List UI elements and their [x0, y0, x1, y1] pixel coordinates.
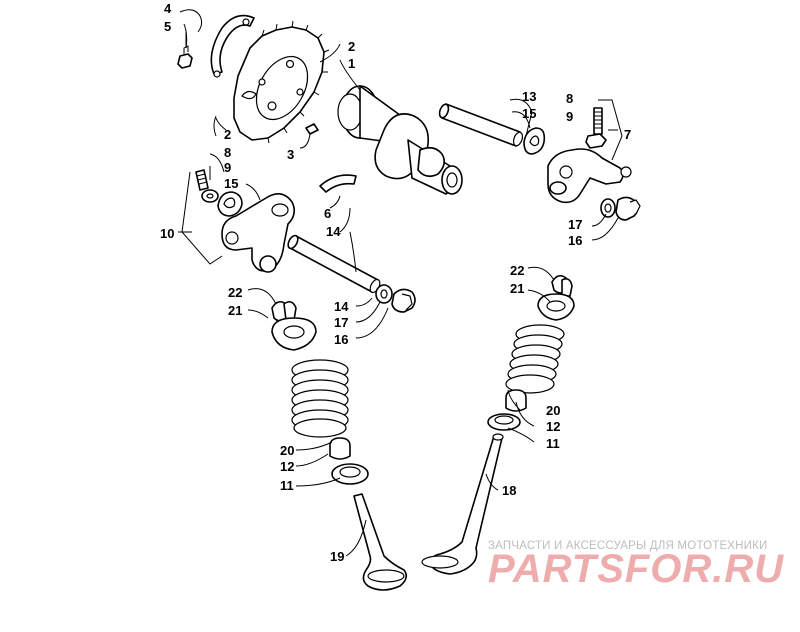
valve-right: [421, 433, 504, 575]
rocker-spring-left: [217, 191, 243, 217]
label-20: 20: [546, 403, 560, 418]
label-18: 18: [502, 483, 516, 498]
label-13: 13: [522, 89, 536, 104]
adjuster-screw-left: [195, 169, 209, 191]
label-14: 14: [326, 224, 341, 239]
label-3: 3: [287, 147, 294, 162]
label-6: 6: [324, 206, 331, 221]
valve-left: [353, 493, 408, 591]
label-19: 19: [330, 549, 344, 564]
label-9: 9: [224, 160, 231, 175]
watermark-logo: PARTSFOR.RU: [488, 547, 784, 591]
label-9: 9: [566, 109, 573, 124]
valve-spring-left: [291, 359, 349, 438]
label-11: 11: [280, 478, 294, 493]
part-labels: 4 5 2 1 2 8 9 15 3 10 6 14 13 15 8 9 7 1…: [160, 1, 631, 564]
label-4: 4: [164, 1, 172, 16]
label-15: 15: [522, 106, 536, 121]
valve-seal-left: [329, 437, 351, 460]
cam-sprocket: [233, 20, 330, 144]
spring-seat-right: [487, 413, 521, 431]
plug-bolt-left: [391, 288, 416, 313]
watermark: ЗАПЧАСТИ И АКСЕССУАРЫ ДЛЯ МОТОТЕХНИКИ PA…: [488, 540, 784, 591]
spring-retainer-right: [537, 293, 575, 321]
label-12: 12: [546, 419, 560, 434]
dowel-pin: [305, 123, 319, 135]
label-22: 22: [510, 263, 524, 278]
camshaft: [337, 85, 463, 195]
retaining-clip: [210, 14, 255, 78]
label-2: 2: [348, 39, 355, 54]
label-5: 5: [164, 19, 171, 34]
label-20: 20: [280, 443, 294, 458]
label-16: 16: [568, 233, 582, 248]
valve-keepers-left: [271, 300, 297, 322]
label-22: 22: [228, 285, 242, 300]
washer-right: [600, 198, 616, 218]
label-14: 14: [334, 299, 349, 314]
adjuster-screw-right: [593, 107, 603, 135]
label-8: 8: [566, 91, 573, 106]
valve-keepers-right: [551, 274, 573, 297]
label-10: 10: [160, 226, 174, 241]
lock-nut-right: [585, 133, 607, 149]
valve-spring-right: [505, 324, 565, 394]
thrust-washer: [319, 174, 357, 193]
label-1: 1: [348, 56, 355, 71]
label-8: 8: [224, 145, 231, 160]
label-16: 16: [334, 332, 348, 347]
spring-seat-left: [331, 463, 369, 485]
leader-lines: [178, 9, 623, 557]
washer-left: [375, 284, 393, 304]
rocker-arm-left: [221, 193, 296, 273]
label-21: 21: [228, 303, 242, 318]
label-17: 17: [334, 315, 348, 330]
small-bolt: [177, 45, 193, 69]
rocker-shaft-lower: [287, 234, 381, 294]
lock-nut-left: [201, 189, 219, 203]
label-12: 12: [280, 459, 294, 474]
rocker-arm-right: [547, 148, 632, 204]
label-21: 21: [510, 281, 524, 296]
label-7: 7: [624, 127, 631, 142]
spring-retainer-left: [271, 317, 317, 351]
rocker-shaft-upper: [438, 103, 524, 147]
plug-bolt-right: [615, 196, 641, 221]
label-17: 17: [568, 217, 582, 232]
label-2: 2: [224, 127, 231, 142]
rocker-spring-upper: [523, 127, 546, 155]
label-15: 15: [224, 176, 238, 191]
label-11: 11: [546, 436, 560, 451]
watermark-tagline: ЗАПЧАСТИ И АКСЕССУАРЫ ДЛЯ МОТОТЕХНИКИ: [488, 540, 768, 552]
valve-seal-right: [505, 389, 527, 412]
